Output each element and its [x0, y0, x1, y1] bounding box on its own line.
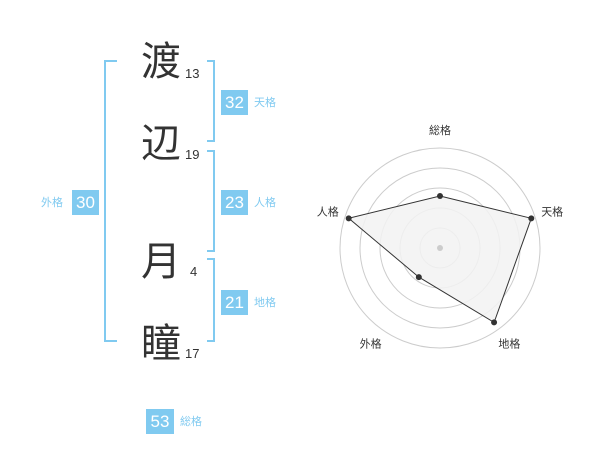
name-char-1: 渡 [141, 39, 181, 85]
radar-point-3 [491, 319, 498, 326]
radar-point-2 [528, 215, 535, 222]
name-char-4: 瞳 [141, 321, 181, 367]
name-char-2: 辺 [141, 121, 181, 167]
radar-axis-label-3: 地格 [498, 337, 520, 351]
radar-axis-label-4: 外格 [360, 337, 382, 351]
soukaku-value-badge: 53 [146, 409, 174, 434]
tenkaku-bracket [207, 60, 215, 142]
chikaku-value-badge: 21 [221, 290, 248, 315]
radar-ring-5 [339, 147, 541, 349]
jinkaku-bracket [207, 150, 215, 252]
radar-axis-label-5: 人格 [317, 205, 339, 219]
stroke-count-3: 4 [190, 264, 198, 279]
tenkaku-value-badge: 32 [221, 90, 248, 115]
stroke-count-1: 13 [185, 66, 200, 81]
stroke-count-4: 17 [185, 346, 200, 361]
tenkaku-label: 天格 [254, 96, 276, 109]
stroke-count-2: 19 [185, 147, 200, 162]
jinkaku-value-badge: 23 [221, 190, 248, 215]
gaikaku-value-badge: 30 [72, 190, 99, 215]
soukaku-label: 総格 [180, 415, 202, 428]
radar-point-5 [345, 215, 352, 222]
radar-data-polygon [347, 195, 532, 324]
radar-point-4 [415, 274, 422, 281]
radar-axis-label-1: 総格 [429, 123, 451, 137]
radar-center-dot [437, 245, 443, 251]
chikaku-label: 地格 [254, 296, 276, 309]
gaikaku-bracket [104, 60, 117, 342]
gaikaku-label: 外格 [41, 196, 63, 209]
jinkaku-label: 人格 [254, 196, 276, 209]
chikaku-bracket [207, 258, 215, 342]
radar-axis-label-2: 天格 [541, 205, 563, 219]
radar-point-1 [437, 193, 443, 199]
name-char-3: 月 [141, 239, 181, 285]
